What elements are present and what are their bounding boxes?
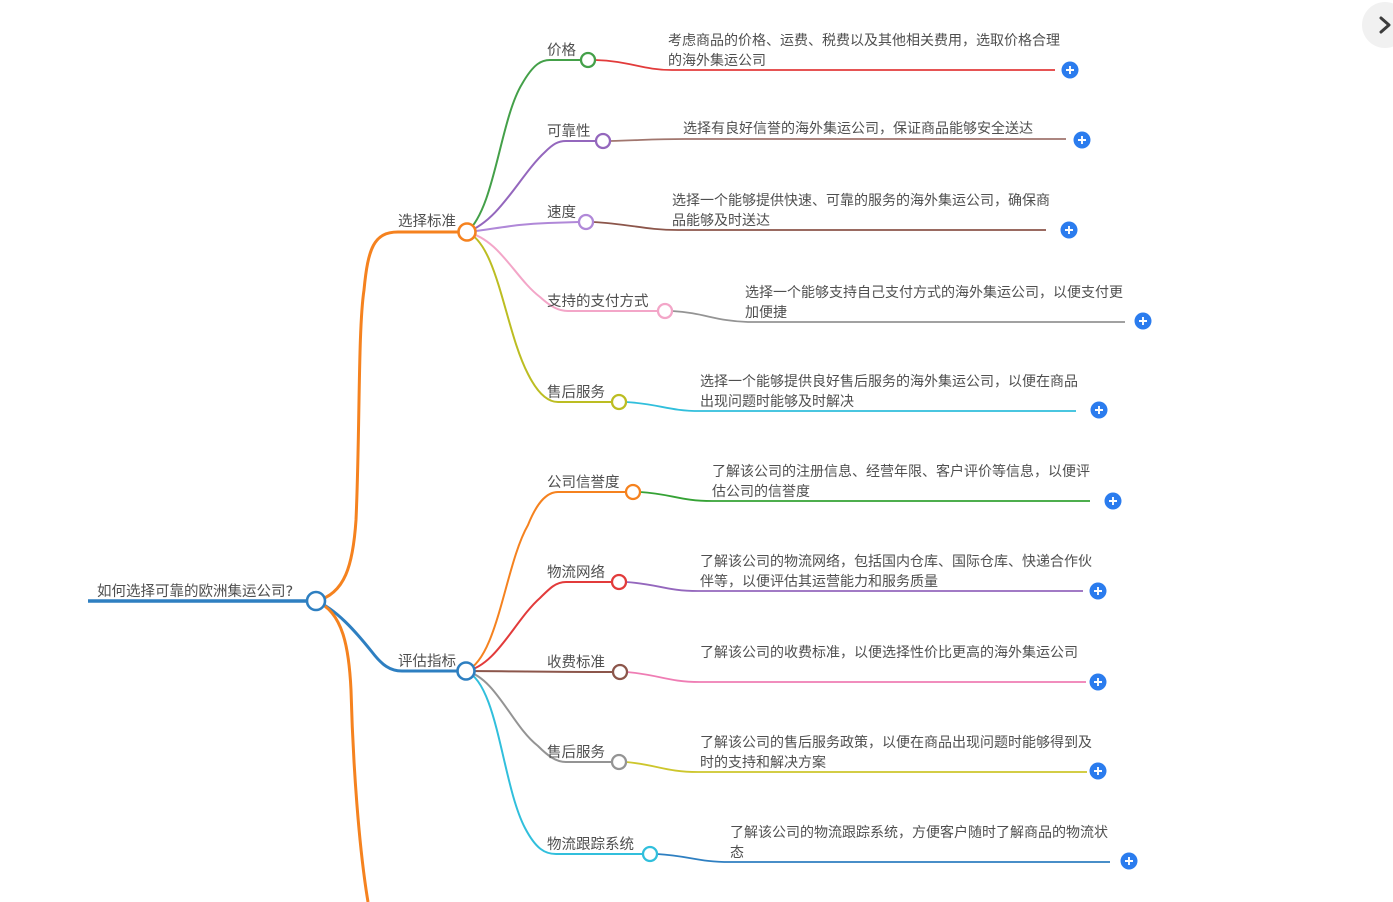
node-circle-reputation[interactable] bbox=[624, 483, 642, 501]
expand-button-aftersales2[interactable] bbox=[1089, 762, 1107, 780]
edge-payment-desc bbox=[671, 310, 1125, 323]
edge-criteria-to-reliability bbox=[466, 140, 596, 233]
edge-tracking-desc bbox=[656, 853, 1110, 863]
node-circle-aftersales[interactable] bbox=[610, 393, 628, 411]
plus-glyph bbox=[1094, 587, 1102, 595]
topic-tracking-label[interactable]: 物流跟踪系统 bbox=[547, 837, 634, 853]
expand-button-fees[interactable] bbox=[1089, 673, 1107, 691]
node-circle-reliability[interactable] bbox=[594, 132, 612, 150]
expand-button-speed[interactable] bbox=[1060, 221, 1078, 239]
edge-criteria-to-price bbox=[466, 59, 581, 233]
edge-price-desc bbox=[594, 59, 1055, 71]
edge-network-desc bbox=[625, 581, 1083, 592]
branch-metrics-label[interactable]: 评估指标 bbox=[398, 654, 456, 670]
edge-fees-desc bbox=[626, 671, 1086, 683]
plus-glyph bbox=[1125, 857, 1133, 865]
plus-glyph bbox=[1095, 406, 1103, 414]
edge-metrics-to-aftersales2 bbox=[465, 670, 612, 763]
node-circle-fees[interactable] bbox=[611, 663, 629, 681]
node-circle-network[interactable] bbox=[610, 573, 628, 591]
edge-root-to-criteria bbox=[315, 230, 467, 603]
plus-glyph bbox=[1094, 767, 1102, 775]
topic-reliability-label[interactable]: 可靠性 bbox=[547, 124, 591, 140]
edge-metrics-to-network bbox=[465, 581, 612, 672]
node-circle-aftersales2[interactable] bbox=[610, 753, 628, 771]
edge-metrics-to-fees bbox=[465, 670, 614, 673]
edge-aftersales2-desc bbox=[625, 761, 1087, 773]
desc-network[interactable]: 了解该公司的物流网络，包括国内仓库、国际仓库、快递合作伙伴等，以便评估其运营能力… bbox=[700, 554, 1092, 590]
node-circle-metrics[interactable] bbox=[456, 661, 476, 681]
expand-button-tracking[interactable] bbox=[1120, 852, 1138, 870]
edge-metrics-to-tracking bbox=[465, 670, 643, 855]
expand-button-payment[interactable] bbox=[1134, 312, 1152, 330]
desc-fees[interactable]: 了解该公司的收费标准，以便选择性价比更高的海外集运公司 bbox=[700, 645, 1078, 661]
edge-reliability-desc bbox=[609, 138, 1066, 142]
expand-button-aftersales[interactable] bbox=[1090, 401, 1108, 419]
desc-reliability[interactable]: 选择有良好信誉的海外集运公司，保证商品能够安全送达 bbox=[683, 121, 1033, 137]
plus-glyph bbox=[1094, 678, 1102, 686]
node-circle-root[interactable] bbox=[305, 590, 327, 612]
root-node-label[interactable]: 如何选择可靠的欧洲集运公司? bbox=[97, 584, 294, 600]
edge-root-to-offscreen-branch bbox=[315, 599, 370, 902]
edge-criteria-to-aftersales bbox=[466, 231, 612, 403]
plus-glyph bbox=[1078, 136, 1086, 144]
desc-speed[interactable]: 选择一个能够提供快速、可靠的服务的海外集运公司，确保商品能够及时送达 bbox=[672, 193, 1050, 229]
desc-tracking[interactable]: 了解该公司的物流跟踪系统，方便客户随时了解商品的物流状态 bbox=[730, 825, 1108, 861]
desc-aftersales[interactable]: 选择一个能够提供良好售后服务的海外集运公司，以便在商品出现问题时能够及时解决 bbox=[700, 374, 1078, 410]
edge-metrics-to-reputation bbox=[465, 491, 626, 672]
plus-glyph bbox=[1066, 66, 1074, 74]
desc-price[interactable]: 考虑商品的价格、运费、税费以及其他相关费用，选取价格合理的海外集运公司 bbox=[668, 33, 1060, 69]
topic-fees-label[interactable]: 收费标准 bbox=[547, 655, 605, 671]
node-circle-tracking[interactable] bbox=[641, 845, 659, 863]
panel-toggle-button[interactable] bbox=[1362, 2, 1393, 48]
topic-reputation-label[interactable]: 公司信誉度 bbox=[547, 475, 620, 491]
expand-button-reliability[interactable] bbox=[1073, 131, 1091, 149]
edge-aftersales-desc bbox=[625, 401, 1076, 412]
node-circle-payment[interactable] bbox=[656, 302, 674, 320]
expand-button-network[interactable] bbox=[1089, 582, 1107, 600]
node-circle-criteria[interactable] bbox=[457, 222, 477, 242]
topic-price-label[interactable]: 价格 bbox=[547, 43, 576, 59]
expand-button-reputation[interactable] bbox=[1104, 492, 1122, 510]
topic-network-label[interactable]: 物流网络 bbox=[547, 565, 605, 581]
node-circle-price[interactable] bbox=[579, 51, 597, 69]
topic-aftersales2-label[interactable]: 售后服务 bbox=[547, 745, 605, 761]
chevron-right-icon bbox=[1379, 16, 1391, 34]
branch-criteria-label[interactable]: 选择标准 bbox=[398, 214, 456, 230]
plus-glyph bbox=[1139, 317, 1147, 325]
edge-root-to-metrics bbox=[315, 599, 466, 673]
node-circle-speed[interactable] bbox=[577, 213, 595, 231]
topic-aftersales-label[interactable]: 售后服务 bbox=[547, 385, 605, 401]
plus-glyph bbox=[1065, 226, 1073, 234]
topic-payment-label[interactable]: 支持的支付方式 bbox=[547, 294, 649, 310]
desc-reputation[interactable]: 了解该公司的注册信息、经营年限、客户评价等信息，以便评估公司的信誉度 bbox=[712, 464, 1090, 500]
plus-glyph bbox=[1109, 497, 1117, 505]
expand-button-price[interactable] bbox=[1061, 61, 1079, 79]
desc-aftersales2[interactable]: 了解该公司的售后服务政策，以便在商品出现问题时能够得到及时的支持和解决方案 bbox=[700, 735, 1092, 771]
topic-speed-label[interactable]: 速度 bbox=[547, 205, 576, 221]
edge-criteria-to-payment bbox=[466, 231, 658, 312]
desc-payment[interactable]: 选择一个能够支持自己支付方式的海外集运公司，以便支付更加便捷 bbox=[745, 285, 1123, 321]
edge-speed-desc bbox=[592, 221, 1046, 231]
edge-reputation-desc bbox=[639, 491, 1090, 502]
